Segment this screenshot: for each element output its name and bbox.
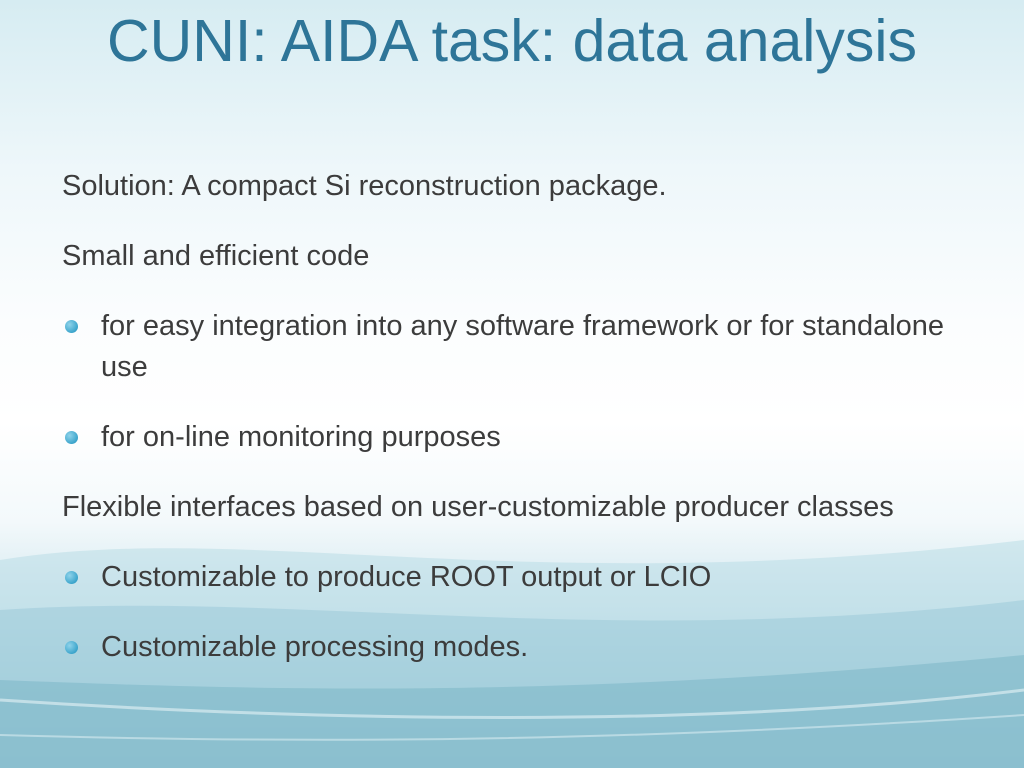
- bullet-item: Customizable to produce ROOT output or L…: [62, 557, 962, 598]
- bullet-item: for easy integration into any software f…: [62, 306, 962, 388]
- slide-body: Solution: A compact Si reconstruction pa…: [62, 166, 962, 697]
- circle-bullet-icon: [65, 641, 78, 654]
- body-paragraph: Flexible interfaces based on user-custom…: [62, 491, 894, 523]
- body-paragraph: Solution: A compact Si reconstruction pa…: [62, 170, 667, 202]
- slide-title: CUNI: AIDA task: data analysis: [107, 8, 917, 74]
- bullet-text: for on-line monitoring purposes: [101, 421, 501, 453]
- bullet-text: Customizable processing modes.: [101, 631, 529, 663]
- bullet-text: Customizable to produce ROOT output or L…: [101, 561, 712, 593]
- circle-bullet-icon: [65, 431, 78, 444]
- bullet-item: for on-line monitoring purposes: [62, 417, 962, 458]
- circle-bullet-icon: [65, 320, 78, 333]
- bullet-text: for easy integration into any software f…: [101, 310, 945, 383]
- circle-bullet-icon: [65, 571, 78, 584]
- bullet-item: Customizable processing modes.: [62, 627, 962, 668]
- body-paragraph: Small and efficient code: [62, 240, 370, 272]
